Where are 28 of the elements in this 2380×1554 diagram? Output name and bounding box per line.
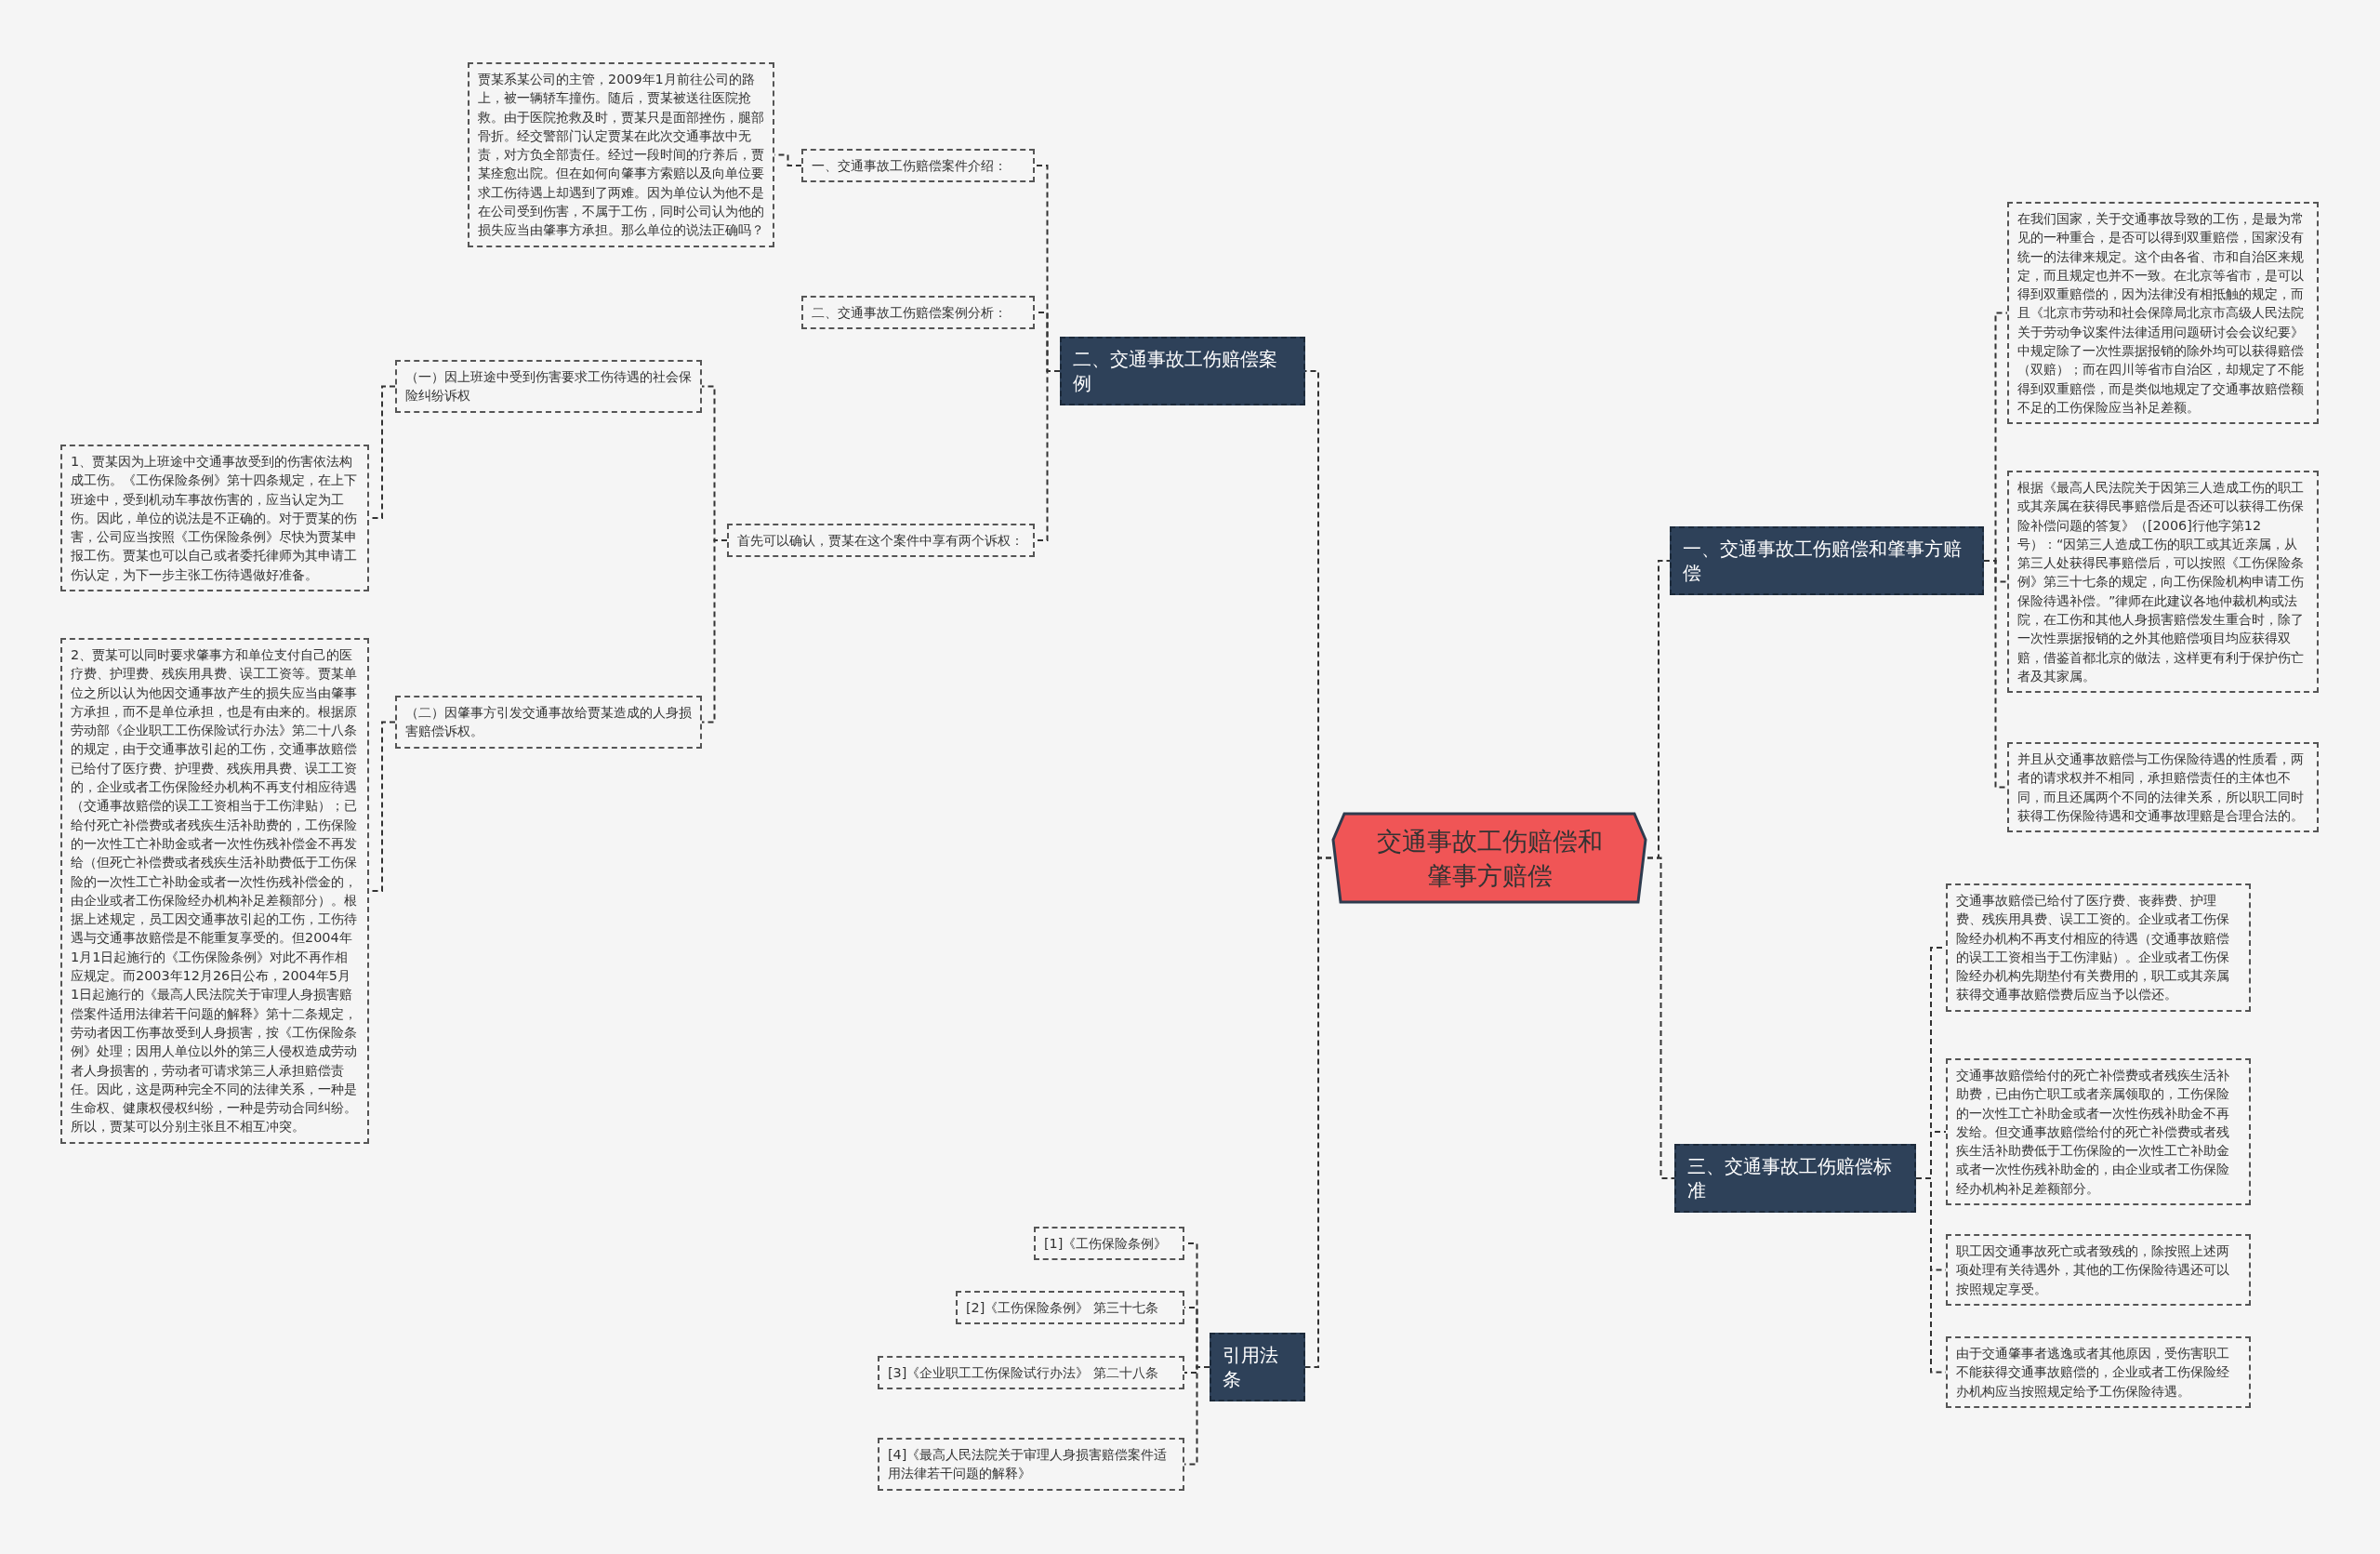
text-box: （一）因上班途中受到伤害要求工伤待遇的社会保险纠纷诉权	[395, 360, 702, 413]
text-box: [2]《工伤保险条例》 第三十七条	[956, 1291, 1184, 1325]
text-box: 一、交通事故工伤赔偿案件介绍：	[801, 149, 1035, 183]
text-box: [3]《企业职工工伤保险试行办法》 第二十八条	[878, 1356, 1184, 1390]
topic-box: 一、交通事故工伤赔偿和肇事方赔偿	[1670, 526, 1984, 595]
text-box: 在我们国家，关于交通事故导致的工伤，是最为常见的一种重合，是否可以得到双重赔偿，国家没有统一的法律来规定。这个由各省、市和自治区来规定，而且规定也并不一致。在北京等省市，是可以得到双重赔偿的，因为法律没有相抵触的规定，而且《北京市劳动和社会保障局北京市高级人民法院关于劳动争议案件法律适用问题研讨会会议纪要》中规定除了一次性票据报销的除外均可以获得赔偿（双赔）；而在四川等省市自治区，却规定了不能得到双重赔偿，而是类似地规定了交通事故赔偿额不足的工伤保险应当补足差额。	[2007, 202, 2319, 425]
text-box: 由于交通肇事者逃逸或者其他原因，受伤害职工不能获得交通事故赔偿的，企业或者工伤保险经办机构应当按照规定给予工伤保险待遇。	[1946, 1336, 2251, 1408]
text-box: 贾某系某公司的主管，2009年1月前往公司的路上，被一辆轿车撞伤。随后，贾某被送往医院抢救。由于医院抢救及时，贾某只是面部挫伤，腿部骨折。经交警部门认定贾某在此次交通事故中无责，对方负全部责任。经过一段时间的疗养后，贾某痊愈出院。但在如何向肇事方索赔以及向单位要求工伤待遇上却遇到了两难。因为单位认为他不是在公司受到伤害，不属于工伤，同时公司认为他的损失应当由肇事方承担。那么单位的说法正确吗？	[468, 62, 774, 247]
text-box: 交通事故赔偿已给付了医疗费、丧葬费、护理费、残疾用具费、误工工资的。企业或者工伤保险经办机构不再支付相应的待遇（交通事故赔偿的误工工资相当于工伤津贴）。企业或者工伤保险经办机构先期垫付有关费用的，职工或其亲属获得交通事故赔偿费后应当予以偿还。	[1946, 883, 2251, 1012]
text-box: （二）因肇事方引发交通事故给贾某造成的人身损害赔偿诉权。	[395, 696, 702, 749]
text-box: 根据《最高人民法院关于因第三人造成工伤的职工或其亲属在获得民事赔偿后是否还可以获得工伤保险补偿问题的答复》（[2006]行他字第12号）：“因第三人造成工伤的职工或其近亲属，从第三人处获得民事赔偿后，可以按照《工伤保险条例》第三十七条的规定，向工伤保险机构申请工伤保险待遇补偿。”律师在此建议各地仲裁机构或法院，在工伤和其他人身损害赔偿发生重合时，除了一次性票据报销的之外其他赔偿项目均应获得双赔，借鉴首都北京的做法，这样更有利于保护伤亡者及其家属。	[2007, 471, 2319, 694]
topic-box: 二、交通事故工伤赔偿案例	[1060, 337, 1305, 405]
text-box: 二、交通事故工伤赔偿案例分析：	[801, 296, 1035, 330]
text-box: [1]《工伤保险条例》	[1034, 1227, 1184, 1261]
connector-line	[1304, 857, 1332, 1368]
connector-line	[701, 539, 728, 724]
topic-box: 三、交通事故工伤赔偿标准	[1674, 1144, 1916, 1213]
central-topic: 交通事故工伤赔偿和肇事方赔偿	[1331, 812, 1647, 904]
connector-line	[1983, 560, 2008, 789]
text-box: 交通事故赔偿给付的死亡补偿费或者残疾生活补助费，已由伤亡职工或者亲属领取的，工伤保险的一次性工亡补助金或者一次性伤残补助金不再发给。但交通事故赔偿给付的死亡补偿费或者残疾生活补助费低于工伤保险的一次性工亡补助金或者一次性伤残补助金的，由企业或者工伤保险经办机构补足差额部分。	[1946, 1058, 2251, 1206]
text-box: 1、贾某因为上班途中交通事故受到的伤害依法构成工伤。《工伤保险条例》第十四条规定，在上下班途中，受到机动车事故伤害的，应当认定为工伤。因此，单位的说法是不正确的。对于贾某的伤害，公司应当按照《工伤保险条例》尽快为贾某申报工伤。贾某也可以自己或者委托律师为其申请工伤认定，为下一步主张工伤待遇做好准备。	[60, 445, 369, 592]
text-box: 职工因交通事故死亡或者致残的，除按照上述两项处理有关待遇外，其他的工伤保险待遇还可以按照规定享受。	[1946, 1234, 2251, 1306]
connector-line	[1646, 857, 1675, 1179]
text-box: [4]《最高人民法院关于审理人身损害赔偿案件适用法律若干问题的解释》	[878, 1438, 1184, 1491]
text-box: 并且从交通事故赔偿与工伤保险待遇的性质看，两者的请求权并不相同，承担赔偿责任的主体也不同，而且还属两个不同的法律关系，所以职工同时获得工伤保险待遇和交通事故理赔是合理合法的。	[2007, 742, 2319, 833]
text-box: 2、贾某可以同时要求肇事方和单位支付自己的医疗费、护理费、残疾用具费、误工工资等。贾某单位之所以认为他因交通事故产生的损失应当由肇事方承担，而不是单位承担，也是有由来的。根据原劳动部《企业职工工伤保险试行办法》第二十八条的规定，由于交通事故引起的工伤，交通事故赔偿已给付了医疗费、护理费、残疾用具费、误工工资的，企业或者工伤保险经办机构不再支付相应待遇（交通事故赔偿的误工工资相当于工伤津贴）；已给付死亡补偿费或者残疾生活补助费的，工伤保险的一次性工亡补助金或者一次性伤残补偿金不再发给（但死亡补偿费或者残疾生活补助费低于工伤保险的一次性工亡补助金或者一次性伤残补偿金的，由企业或者工伤保险经办机构补足差额部分）。根据上述规定，员工因交通事故引起的工伤，工伤待遇与交通事故赔偿是不能重复享受的。但2004年1月1日起施行的《工伤保险条例》对此不再作相应规定。而2003年12月26日公布，2004年5月1日起施行的《最高人民法院关于审理人身损害赔偿案件适用法律若干问题的解释》第十二条规定，劳动者因工伤事故受到人身损害，按《工伤保险条例》处理；因用人单位以外的第三人侵权造成劳动者人身损害的，劳动者可请求第三人承担赔偿责任。因此，这是两种完全不同的法律关系，一种是生命权、健康权侵权纠纷，一种是劳动合同纠纷。所以，贾某可以分别主张且不相互冲突。	[60, 638, 369, 1144]
topic-box: 引用法条	[1210, 1333, 1305, 1401]
text-box: 首先可以确认，贾某在这个案件中享有两个诉权：	[727, 524, 1035, 558]
